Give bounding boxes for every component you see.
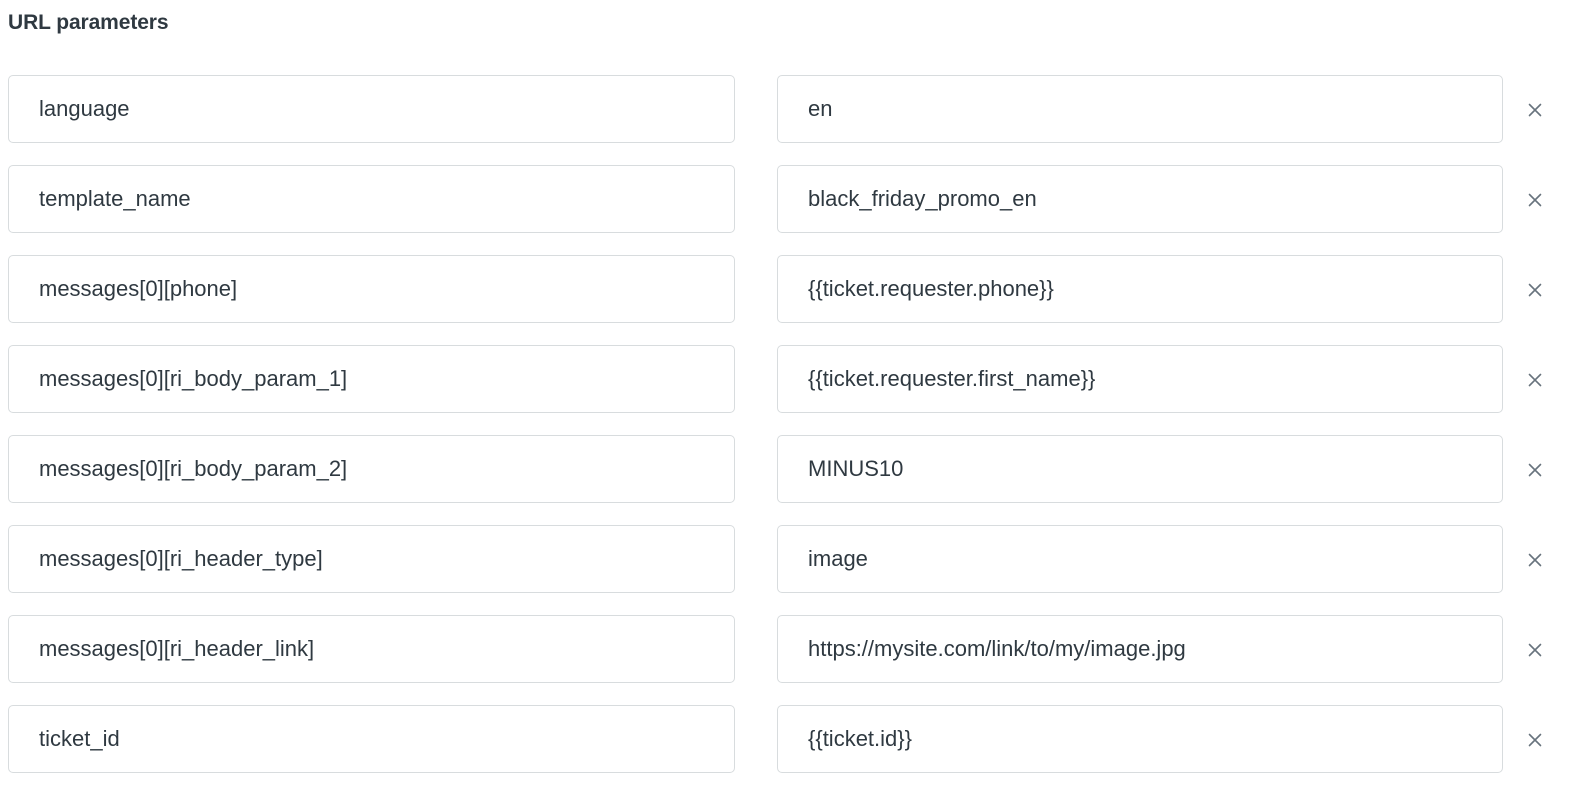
parameter-key-input[interactable]: messages[0][ri_body_param_2] [8, 435, 735, 503]
parameter-value-input[interactable]: https://mysite.com/link/to/my/image.jpg [777, 615, 1503, 683]
remove-parameter-button[interactable] [1518, 633, 1552, 667]
close-icon [1526, 551, 1544, 569]
remove-parameter-button[interactable] [1518, 93, 1552, 127]
parameter-key-input[interactable]: ticket_id [8, 705, 735, 773]
close-icon [1526, 281, 1544, 299]
remove-parameter-button[interactable] [1518, 453, 1552, 487]
close-icon [1526, 191, 1544, 209]
table-row: template_name black_friday_promo_en [0, 165, 1572, 233]
remove-parameter-button[interactable] [1518, 543, 1552, 577]
table-row: messages[0][ri_header_link] https://mysi… [0, 615, 1572, 683]
parameter-key-input[interactable]: messages[0][ri_body_param_1] [8, 345, 735, 413]
parameter-key-input[interactable]: messages[0][phone] [8, 255, 735, 323]
remove-parameter-button[interactable] [1518, 363, 1552, 397]
parameter-value-input[interactable]: image [777, 525, 1503, 593]
table-row: messages[0][phone] {{ticket.requester.ph… [0, 255, 1572, 323]
table-row: messages[0][ri_body_param_2] MINUS10 [0, 435, 1572, 503]
table-row: language en [0, 75, 1572, 143]
parameter-key-input[interactable]: messages[0][ri_header_type] [8, 525, 735, 593]
parameter-value-input[interactable]: {{ticket.requester.phone}} [777, 255, 1503, 323]
close-icon [1526, 371, 1544, 389]
parameter-value-input[interactable]: {{ticket.requester.first_name}} [777, 345, 1503, 413]
remove-parameter-button[interactable] [1518, 183, 1552, 217]
parameter-value-input[interactable]: en [777, 75, 1503, 143]
table-row: messages[0][ri_body_param_1] {{ticket.re… [0, 345, 1572, 413]
remove-parameter-button[interactable] [1518, 273, 1552, 307]
table-row: ticket_id {{ticket.id}} [0, 705, 1572, 773]
parameter-value-input[interactable]: MINUS10 [777, 435, 1503, 503]
parameter-key-input[interactable]: messages[0][ri_header_link] [8, 615, 735, 683]
close-icon [1526, 461, 1544, 479]
page-title: URL parameters [8, 11, 169, 34]
url-parameter-list: language en template_name black_friday_p… [0, 75, 1572, 795]
close-icon [1526, 101, 1544, 119]
parameter-value-input[interactable]: {{ticket.id}} [777, 705, 1503, 773]
close-icon [1526, 731, 1544, 749]
remove-parameter-button[interactable] [1518, 723, 1552, 757]
table-row: messages[0][ri_header_type] image [0, 525, 1572, 593]
parameter-key-input[interactable]: language [8, 75, 735, 143]
parameter-key-input[interactable]: template_name [8, 165, 735, 233]
close-icon [1526, 641, 1544, 659]
parameter-value-input[interactable]: black_friday_promo_en [777, 165, 1503, 233]
